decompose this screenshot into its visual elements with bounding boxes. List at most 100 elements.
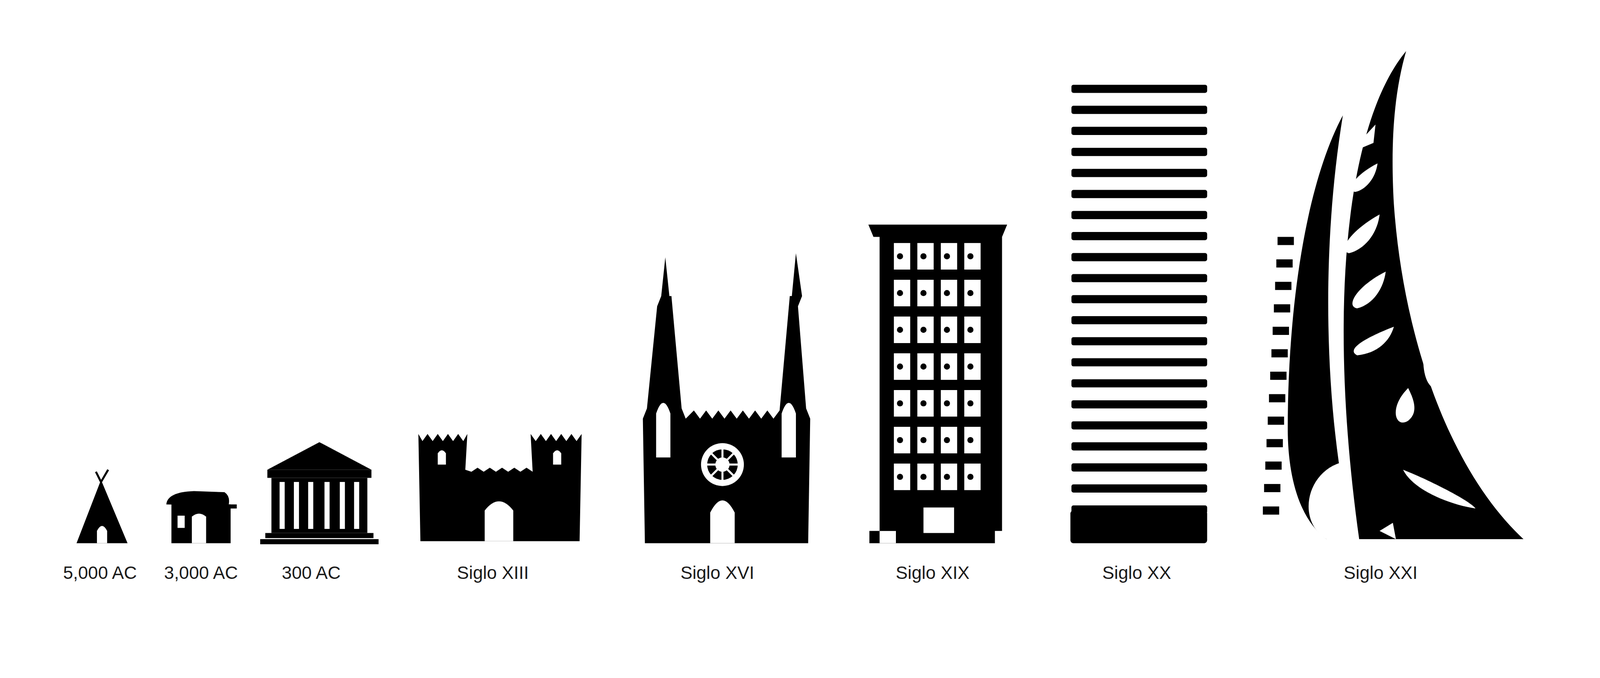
dolmen-gap xyxy=(177,515,185,529)
window-ornament xyxy=(920,290,927,297)
tepee-door xyxy=(96,525,108,544)
window-ornament xyxy=(943,290,950,297)
window-ornament xyxy=(967,473,974,480)
apartment-window xyxy=(964,426,981,454)
floor-band xyxy=(1071,168,1208,177)
sail-fin xyxy=(1264,484,1281,493)
temple-gap xyxy=(308,481,314,529)
castle-gate xyxy=(484,501,514,542)
window-ornament xyxy=(967,363,974,370)
skyscraper-floors xyxy=(1071,84,1208,514)
window-ornament xyxy=(896,437,903,444)
floor-band xyxy=(1071,252,1208,262)
window-ornament xyxy=(896,253,903,260)
sail-fin xyxy=(1270,371,1287,380)
apartment-window xyxy=(893,316,911,344)
window-ornament xyxy=(967,326,974,333)
sail-fin xyxy=(1272,326,1289,335)
tepee-pole xyxy=(96,471,102,482)
floor-band xyxy=(1071,105,1208,115)
window-ornament xyxy=(943,400,950,407)
window-ornament xyxy=(920,400,927,407)
sail-fins xyxy=(1262,236,1295,515)
rose-window xyxy=(701,443,744,486)
temple-gap xyxy=(324,481,330,529)
apartment-body xyxy=(868,224,1008,544)
cathedral-body xyxy=(642,253,811,544)
window-ornament xyxy=(967,290,974,297)
floor-band xyxy=(1071,273,1208,282)
floor-band xyxy=(1071,442,1208,451)
castle-silhouette xyxy=(418,434,582,542)
temple-colonnade xyxy=(271,478,368,534)
floor-band xyxy=(1071,463,1208,472)
window-ornament xyxy=(920,437,927,444)
apartment-window xyxy=(893,463,911,491)
era-label: 5,000 AC xyxy=(63,563,138,583)
apartment-window xyxy=(940,353,958,380)
apartment-window xyxy=(893,353,911,380)
apartment-window xyxy=(940,390,958,417)
skyscraper-silhouette xyxy=(1070,84,1207,544)
floor-band xyxy=(1071,295,1208,304)
apartment-window xyxy=(917,316,934,344)
apartment-door xyxy=(923,507,955,534)
window-ornament xyxy=(967,400,974,407)
apartment-window xyxy=(893,390,911,417)
sail-fin xyxy=(1268,394,1286,403)
window-ornament xyxy=(920,253,927,260)
temple-pediment xyxy=(267,442,372,470)
apartment-window xyxy=(917,463,934,491)
castle-window xyxy=(553,450,562,465)
cathedral-silhouette xyxy=(642,253,811,544)
apartment-window xyxy=(917,243,934,270)
castle-walls xyxy=(418,434,582,542)
temple-gap xyxy=(279,481,285,529)
apartment-window xyxy=(964,243,981,270)
rose-window-spokes xyxy=(703,445,743,485)
skyscraper-base xyxy=(1070,510,1207,544)
temple-gap xyxy=(354,481,360,529)
castle-window xyxy=(437,450,447,465)
apartment-window xyxy=(964,390,981,417)
apartment-window xyxy=(940,316,958,344)
floor-band xyxy=(1071,484,1208,493)
sail-fin xyxy=(1276,259,1293,268)
apartment-window xyxy=(964,353,981,380)
dolmen-ledge xyxy=(224,504,237,509)
dolmen-capstone xyxy=(166,491,229,506)
cathedral-window xyxy=(656,402,671,458)
window-ornament xyxy=(943,253,950,260)
apartment-window xyxy=(964,316,981,344)
window-ornament xyxy=(896,473,903,480)
era-label: 300 AC xyxy=(281,563,341,583)
apartment-window xyxy=(893,426,911,454)
apartment-window xyxy=(917,279,934,307)
apartment-window xyxy=(940,463,958,491)
apartment-window xyxy=(964,463,981,491)
apartment-window xyxy=(893,243,911,270)
floor-band xyxy=(1071,147,1208,156)
sail-blade xyxy=(1343,51,1524,540)
apartment-window xyxy=(893,279,911,307)
window-ornament xyxy=(943,437,950,444)
window-ornament xyxy=(943,363,950,370)
sail-fin xyxy=(1275,281,1292,291)
era-label: 3,000 AC xyxy=(164,563,238,583)
sail-fin xyxy=(1266,439,1283,448)
floor-band xyxy=(1071,421,1208,430)
apartment-window xyxy=(917,353,934,380)
sail-fin xyxy=(1271,349,1288,358)
window-ornament xyxy=(896,400,903,407)
floor-band xyxy=(1071,126,1208,136)
era-label: Siglo XVI xyxy=(680,563,755,583)
floor-band xyxy=(1071,316,1208,325)
window-ornament xyxy=(920,473,927,480)
window-ornament xyxy=(896,290,903,297)
era-label: Siglo XIX xyxy=(895,563,970,583)
floor-band xyxy=(1071,190,1208,199)
apartment-window xyxy=(917,426,934,454)
temple-silhouette xyxy=(260,442,379,545)
window-ornament xyxy=(920,326,927,333)
